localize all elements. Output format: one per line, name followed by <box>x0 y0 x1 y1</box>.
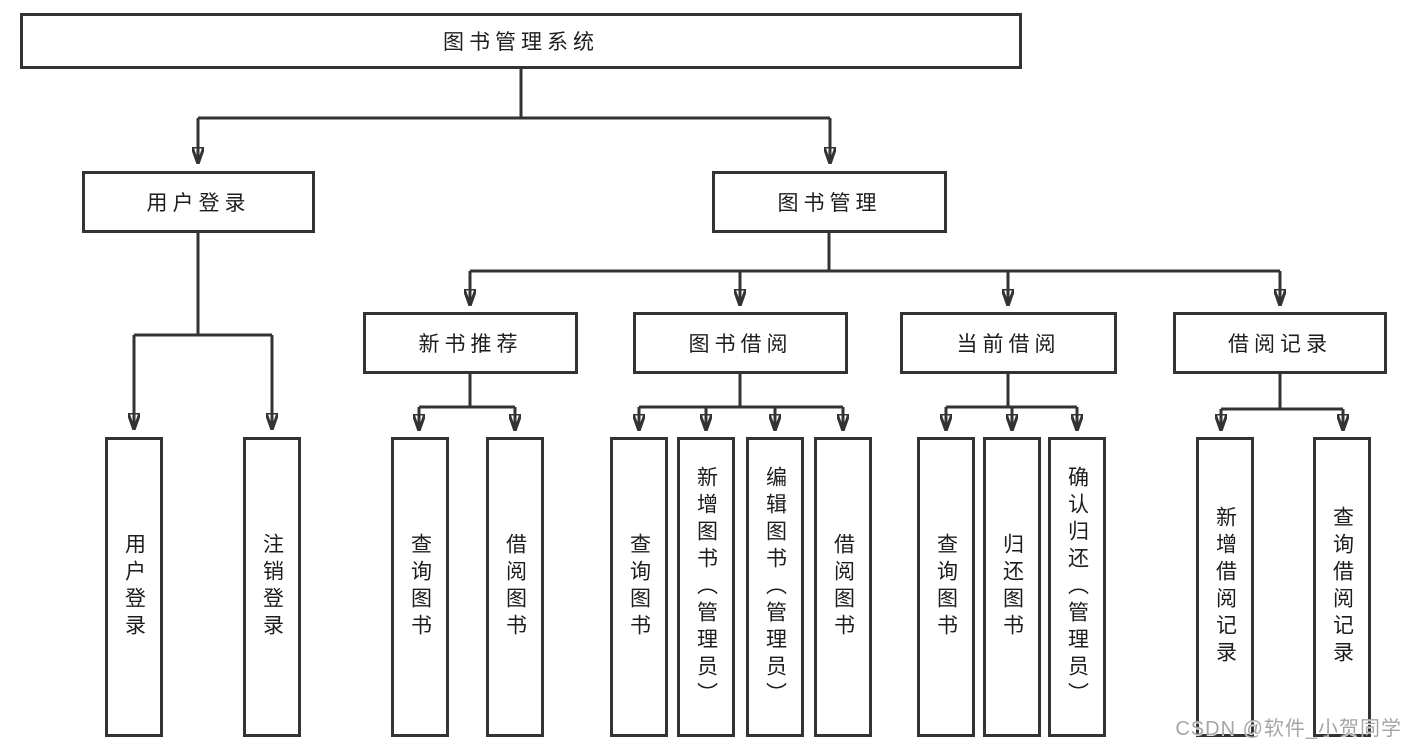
node-leaf-query-books-recommend: 查询图书 <box>391 437 449 737</box>
node-leaf-query-books-current: 查询图书 <box>917 437 975 737</box>
node-leaf-logout: 注销登录 <box>243 437 301 737</box>
node-leaf-query-borrow-record: 查询借阅记录 <box>1313 437 1371 737</box>
node-book-management: 图书管理 <box>712 171 947 233</box>
node-leaf-return-books: 归还图书 <box>983 437 1041 737</box>
node-current-borrowing: 当前借阅 <box>900 312 1117 374</box>
node-leaf-borrow-books-recommend: 借阅图书 <box>486 437 544 737</box>
node-book-borrowing: 图书借阅 <box>633 312 848 374</box>
node-leaf-add-borrow-record: 新增借阅记录 <box>1196 437 1254 737</box>
node-borrowing-records: 借阅记录 <box>1173 312 1387 374</box>
node-library-system-root: 图书管理系统 <box>20 13 1022 69</box>
node-leaf-user-login: 用户登录 <box>105 437 163 737</box>
node-new-book-recommend: 新书推荐 <box>363 312 578 374</box>
node-leaf-add-books-admin: 新增图书（管理员） <box>677 437 735 737</box>
csdn-watermark: CSDN @软件_小贺同学 <box>1175 718 1402 740</box>
node-leaf-query-books-borrowing: 查询图书 <box>610 437 668 737</box>
node-leaf-edit-books-admin: 编辑图书（管理员） <box>746 437 804 737</box>
node-leaf-borrow-books-borrowing: 借阅图书 <box>814 437 872 737</box>
node-leaf-confirm-return-admin: 确认归还（管理员） <box>1048 437 1106 737</box>
node-user-login: 用户登录 <box>82 171 315 233</box>
